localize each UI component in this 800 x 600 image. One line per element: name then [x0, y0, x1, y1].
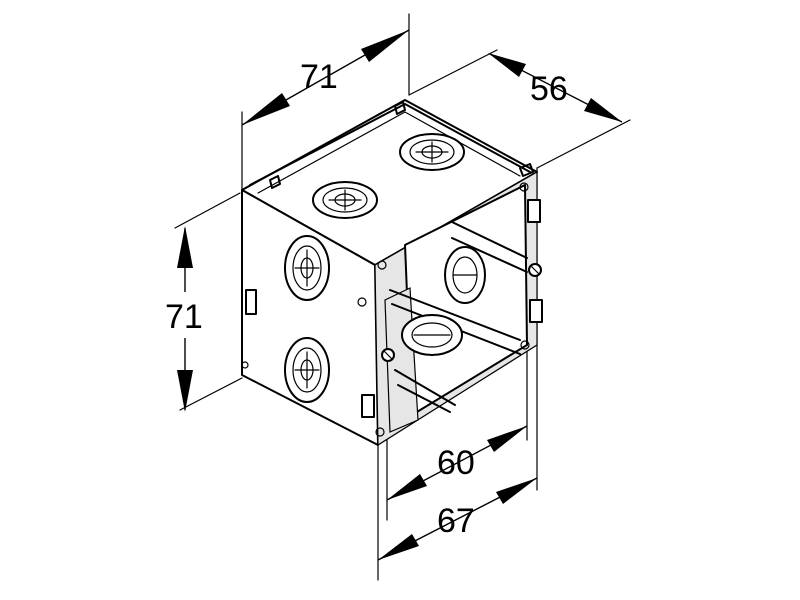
- dimension-label-height: 71: [165, 298, 203, 336]
- mounting-clip: [527, 199, 541, 223]
- knockout: [401, 314, 463, 356]
- screw: [381, 348, 395, 362]
- mounting-clip: [361, 394, 375, 418]
- dimension-top-depth: 56: [488, 53, 623, 123]
- knockout: [284, 337, 330, 403]
- dimension-height: 71: [165, 226, 203, 412]
- knockout: [312, 181, 378, 219]
- dimension-outer-width: 67: [377, 477, 538, 561]
- knockout: [399, 133, 465, 171]
- knockout: [444, 246, 486, 304]
- junction-box: [241, 99, 543, 447]
- dimension-label-inner-width: 60: [437, 444, 475, 482]
- mounting-clip: [245, 289, 257, 315]
- dimension-inner-width: 60: [386, 425, 528, 501]
- dimension-top-width: 71: [241, 29, 410, 126]
- dimension-label-top-depth: 56: [530, 70, 568, 108]
- dimension-label-top-width: 71: [300, 58, 338, 96]
- screw: [528, 263, 542, 277]
- mounting-clip: [529, 299, 543, 323]
- dimension-label-outer-width: 67: [437, 502, 475, 540]
- knockout: [284, 235, 330, 301]
